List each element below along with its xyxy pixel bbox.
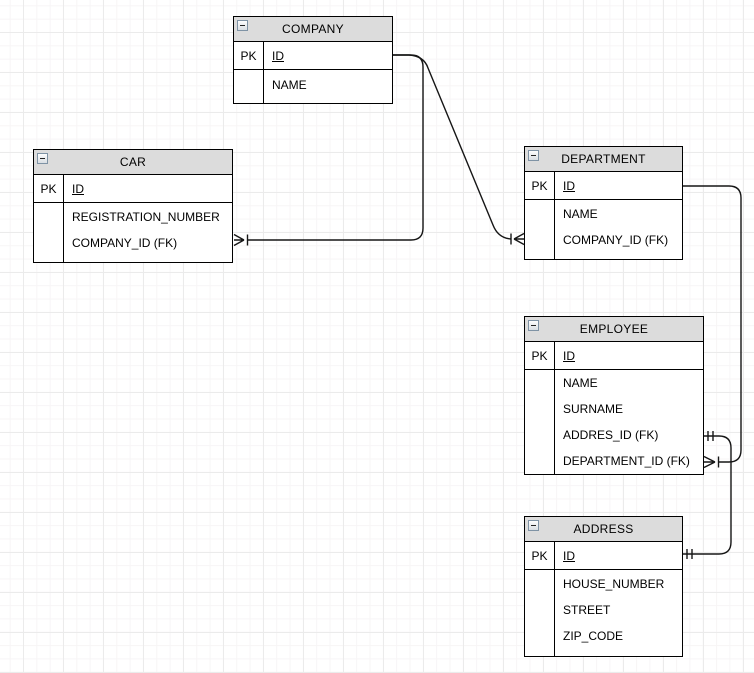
pk-attribute[interactable]: ID [563, 178, 575, 193]
relationship-company-department[interactable] [393, 54, 525, 246]
crows-foot-employee [703, 455, 716, 469]
one-one-ticks-employee-side [707, 431, 714, 441]
pk-label: PK [34, 175, 64, 202]
attribute[interactable]: REGISTRATION_NUMBER [72, 210, 220, 224]
entity-car-header[interactable]: CAR [34, 150, 232, 175]
attribute[interactable]: SURNAME [563, 402, 624, 416]
pk-row[interactable]: PK ID [525, 342, 703, 370]
entity-title: DEPARTMENT [561, 152, 646, 166]
crows-foot-car [233, 233, 245, 247]
attribute[interactable]: DEPARTMENT_ID (FK) [563, 454, 690, 468]
attribute[interactable]: NAME [563, 207, 598, 221]
attribute[interactable]: STREET [563, 603, 611, 617]
entity-address[interactable]: ADDRESS PK ID HOUSE_NUMBER STREET ZIP_CO… [524, 516, 683, 657]
pk-label: PK [525, 172, 555, 199]
pk-column-spacer [34, 203, 64, 262]
entity-car[interactable]: CAR PK ID REGISTRATION_NUMBER COMPANY_ID… [33, 149, 233, 263]
entity-title: ADDRESS [573, 522, 634, 536]
pk-row[interactable]: PK ID [234, 42, 392, 70]
entity-company-header[interactable]: COMPANY [234, 17, 392, 42]
pk-column-spacer [525, 200, 555, 259]
pk-attribute[interactable]: ID [72, 181, 84, 196]
pk-attribute[interactable]: ID [272, 48, 284, 63]
collapse-icon[interactable] [528, 150, 539, 161]
attribute[interactable]: COMPANY_ID (FK) [72, 236, 178, 250]
entity-title: CAR [119, 155, 147, 169]
attribute[interactable]: HOUSE_NUMBER [563, 577, 665, 591]
collapse-icon[interactable] [37, 153, 48, 164]
collapse-icon[interactable] [237, 20, 248, 31]
attribute[interactable]: NAME [563, 376, 598, 390]
attribute[interactable]: ADDRES_ID (FK) [563, 428, 659, 442]
pk-attribute[interactable]: ID [563, 548, 575, 563]
entity-title: COMPANY [282, 22, 344, 36]
one-one-ticks-address-side [686, 549, 693, 559]
pk-label: PK [525, 542, 555, 569]
pk-row[interactable]: PK ID [525, 542, 682, 570]
entity-address-header[interactable]: ADDRESS [525, 517, 682, 542]
entity-title: EMPLOYEE [579, 322, 649, 336]
entity-company[interactable]: COMPANY PK ID NAME [233, 16, 393, 104]
pk-label: PK [234, 42, 264, 69]
attribute[interactable]: NAME [272, 78, 307, 92]
pk-label: PK [525, 342, 555, 369]
pk-attribute[interactable]: ID [563, 348, 575, 363]
entity-employee-header[interactable]: EMPLOYEE [525, 317, 703, 342]
entity-employee[interactable]: EMPLOYEE PK ID NAME SURNAME ADDRES_ID (F… [524, 316, 704, 475]
attribute[interactable]: COMPANY_ID (FK) [563, 233, 669, 247]
collapse-icon[interactable] [528, 320, 539, 331]
pk-column-spacer [525, 370, 555, 474]
pk-row[interactable]: PK ID [34, 175, 232, 203]
crows-foot-department [513, 232, 525, 246]
entity-department-header[interactable]: DEPARTMENT [525, 147, 682, 172]
pk-column-spacer [525, 570, 555, 656]
collapse-icon[interactable] [528, 520, 539, 531]
pk-row[interactable]: PK ID [525, 172, 682, 200]
attribute[interactable]: ZIP_CODE [563, 629, 624, 643]
entity-department[interactable]: DEPARTMENT PK ID NAME COMPANY_ID (FK) [524, 146, 683, 260]
pk-column-spacer [234, 70, 264, 103]
